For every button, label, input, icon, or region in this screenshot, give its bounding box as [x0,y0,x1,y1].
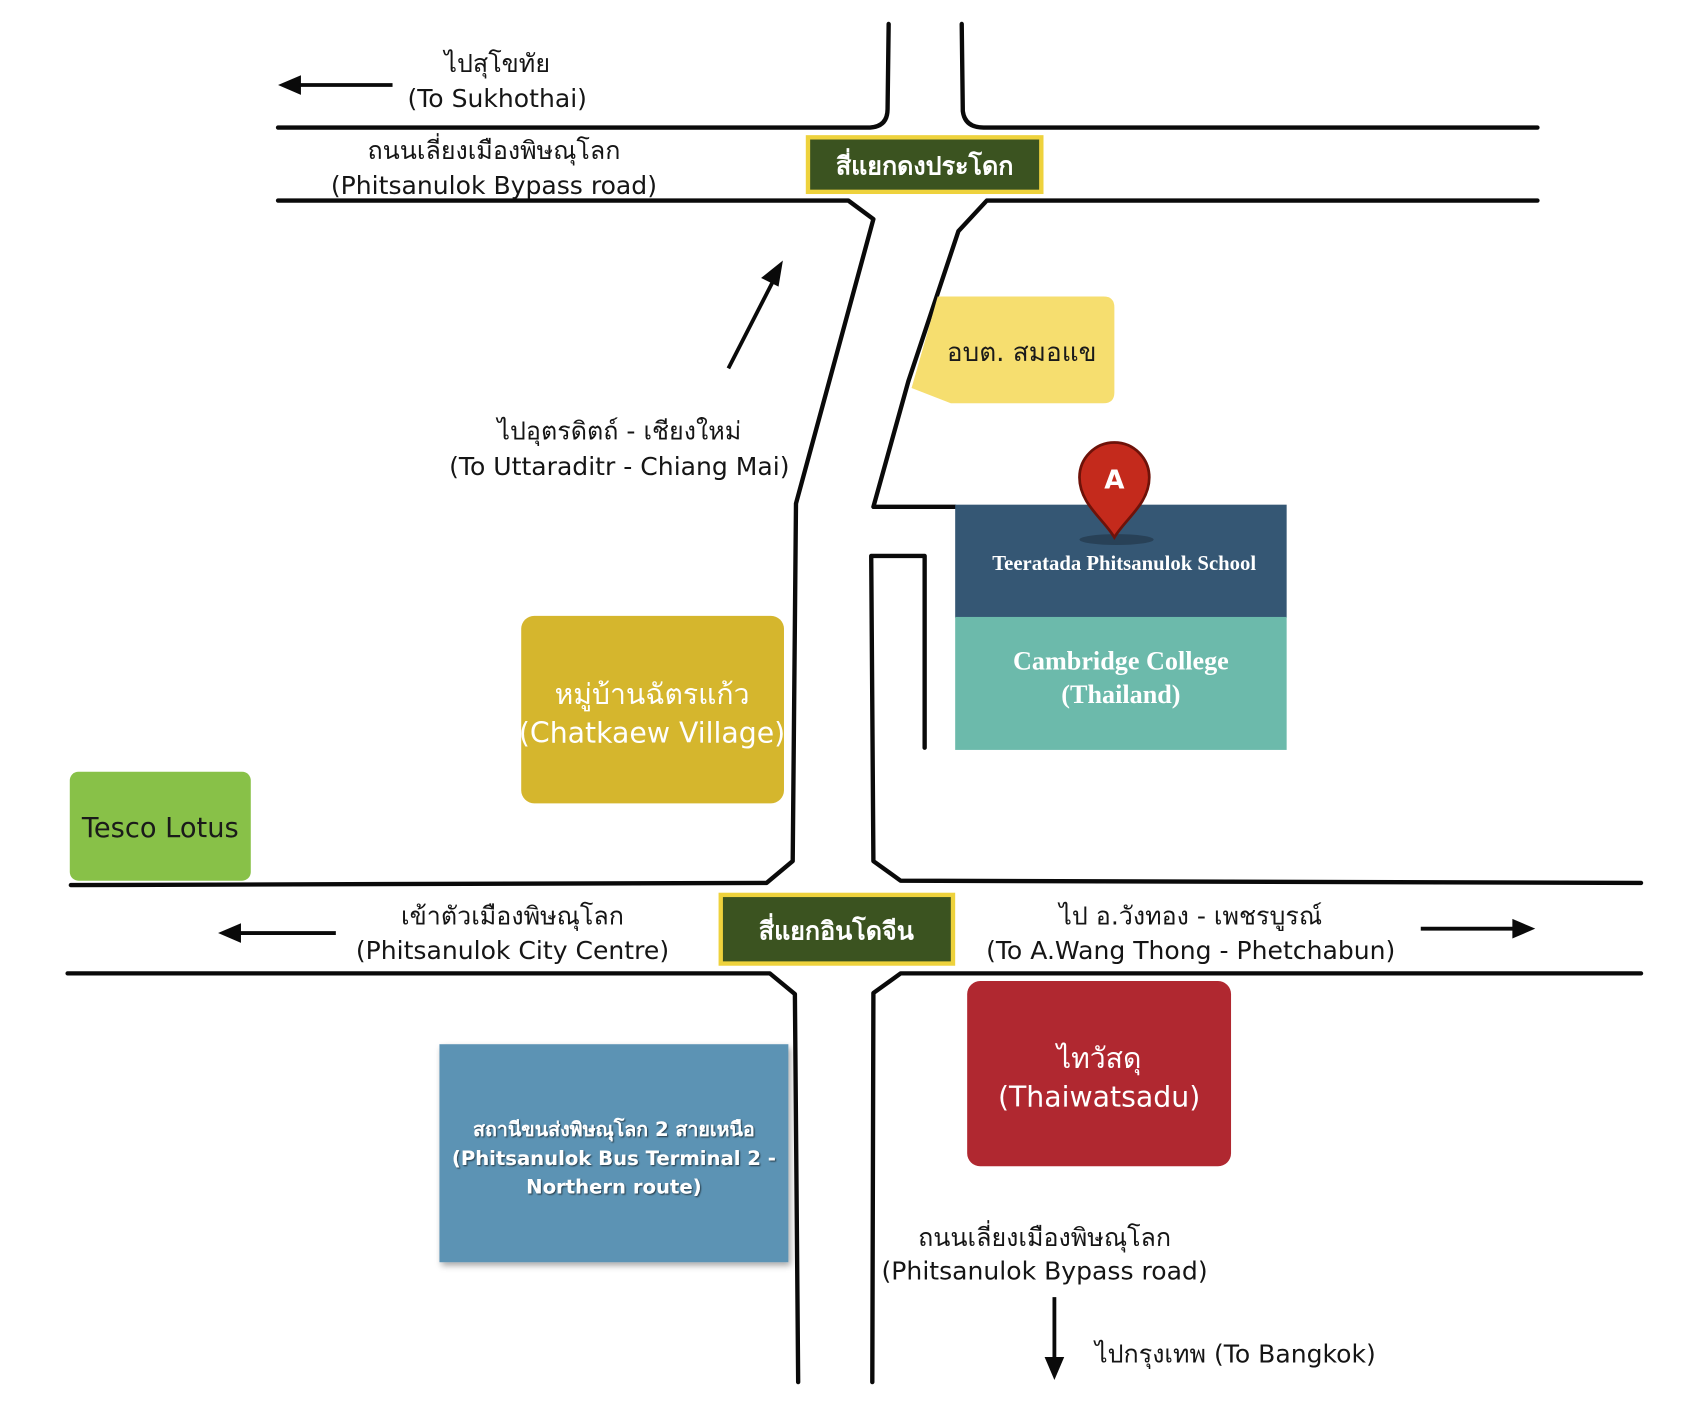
road-line-east-main [871,198,1540,510]
arrow-up-right-icon [726,260,783,370]
place-box [911,296,1115,404]
arrow-right-icon [1420,918,1536,939]
place-box [69,771,251,881]
road-line-side-road [869,553,1644,886]
place-label-tesco-lotus: Tesco Lotus [81,813,239,844]
place-label-bus-terminal-line3: Northern route) [526,1176,701,1199]
place-college: Cambridge College (Thailand) [955,616,1287,750]
road-network [65,21,1644,1385]
marker-shadow [1079,534,1154,545]
label-city-centre-th: เข้าตัวเมืองพิษณุโลก [401,901,624,931]
label-to-wang-thong-th: ไป อ.วังทอง - เพชรบูรณ์ [1057,901,1322,931]
place-label-village-th: หมู่บ้านฉัตรแก้ว [555,678,750,712]
place-label-college-line1: Cambridge College [1013,646,1229,675]
place-box [439,1044,789,1263]
place-label-bus-terminal-line2: (Phitsanulok Bus Terminal 2 - [452,1147,776,1170]
place-label-thaiwatsadu-en: (Thaiwatsadu) [998,1080,1200,1113]
arrow-left-icon [218,923,336,943]
place-thaiwatsadu: ไทวัสดุ (Thaiwatsadu) [967,981,1232,1167]
label-to-bangkok: ไปกรุงเทพ (To Bangkok) [1093,1340,1376,1370]
sign-box [718,892,956,966]
place-label-bus-terminal-line1: สถานีขนส่งพิษณุโลก 2 สายเหนือ [473,1117,755,1142]
label-bypass-road-south-en: (Phitsanulok Bypass road) [882,1257,1208,1286]
place-tesco-lotus: Tesco Lotus [69,771,251,881]
arrow-left-icon [278,75,393,95]
label-bypass-road-south-th: ถนนเลี่ยงเมืองพิษณุโลก [918,1220,1171,1253]
place-box [521,615,784,804]
place-label-college-line2: (Thailand) [1061,680,1180,709]
road-line-top-right [959,21,1540,130]
sign-label-indochina: สี่แยกอินโดจีน [759,913,914,946]
intersection-sign-south: สี่แยกอินโดจีน [718,892,956,966]
place-label-school: Teeratada Phitsanulok School [992,553,1256,575]
place-bus-terminal: สถานีขนส่งพิษณุโลก 2 สายเหนือ (Phitsanul… [439,1044,789,1263]
place-box [955,616,1287,750]
sign-label-dong-pradok: สี่แยกดงประโดก [836,147,1014,180]
place-label-sub-district-office: อบต. สมอแข [947,338,1097,368]
road-line-west-main [68,198,876,888]
label-to-sukhothai-th: ไปสุโขทัย [442,49,550,79]
sign-box [805,135,1044,195]
place-village: หมู่บ้านฉัตรแก้ว (Chatkaew Village) [519,615,785,804]
label-to-uttaradit-th: ไปอุตรดิตถ์ - เชียงใหม่ [495,416,741,446]
label-bypass-road-north-th: ถนนเลี่ยงเมืองพิษณุโลก [367,133,620,166]
label-to-sukhothai-en: (To Sukhothai) [407,84,587,113]
place-label-village-en: (Chatkaew Village) [519,716,785,749]
intersection-sign-north: สี่แยกดงประโดก [805,135,1044,195]
marker-letter: A [1104,465,1125,495]
label-to-uttaradit-en: (To Uttaraditr - Chiang Mai) [449,452,789,481]
label-city-centre-en: (Phitsanulok City Centre) [356,936,669,965]
place-school: Teeratada Phitsanulok School [955,504,1287,619]
place-box [967,981,1232,1167]
road-line-south-east [870,971,1644,1385]
road-line-top-left [275,21,891,130]
arrow-down-icon [1044,1297,1065,1380]
road-line-south-west [65,971,801,1385]
label-to-wang-thong-en: (To A.Wang Thong - Phetchabun) [986,936,1395,965]
place-label-thaiwatsadu-th: ไทวัสดุ [1055,1042,1142,1076]
place-sub-district-office: อบต. สมอแข [911,296,1115,404]
map-pin-icon: A [1078,441,1151,541]
label-bypass-road-north-en: (Phitsanulok Bypass road) [331,171,657,200]
